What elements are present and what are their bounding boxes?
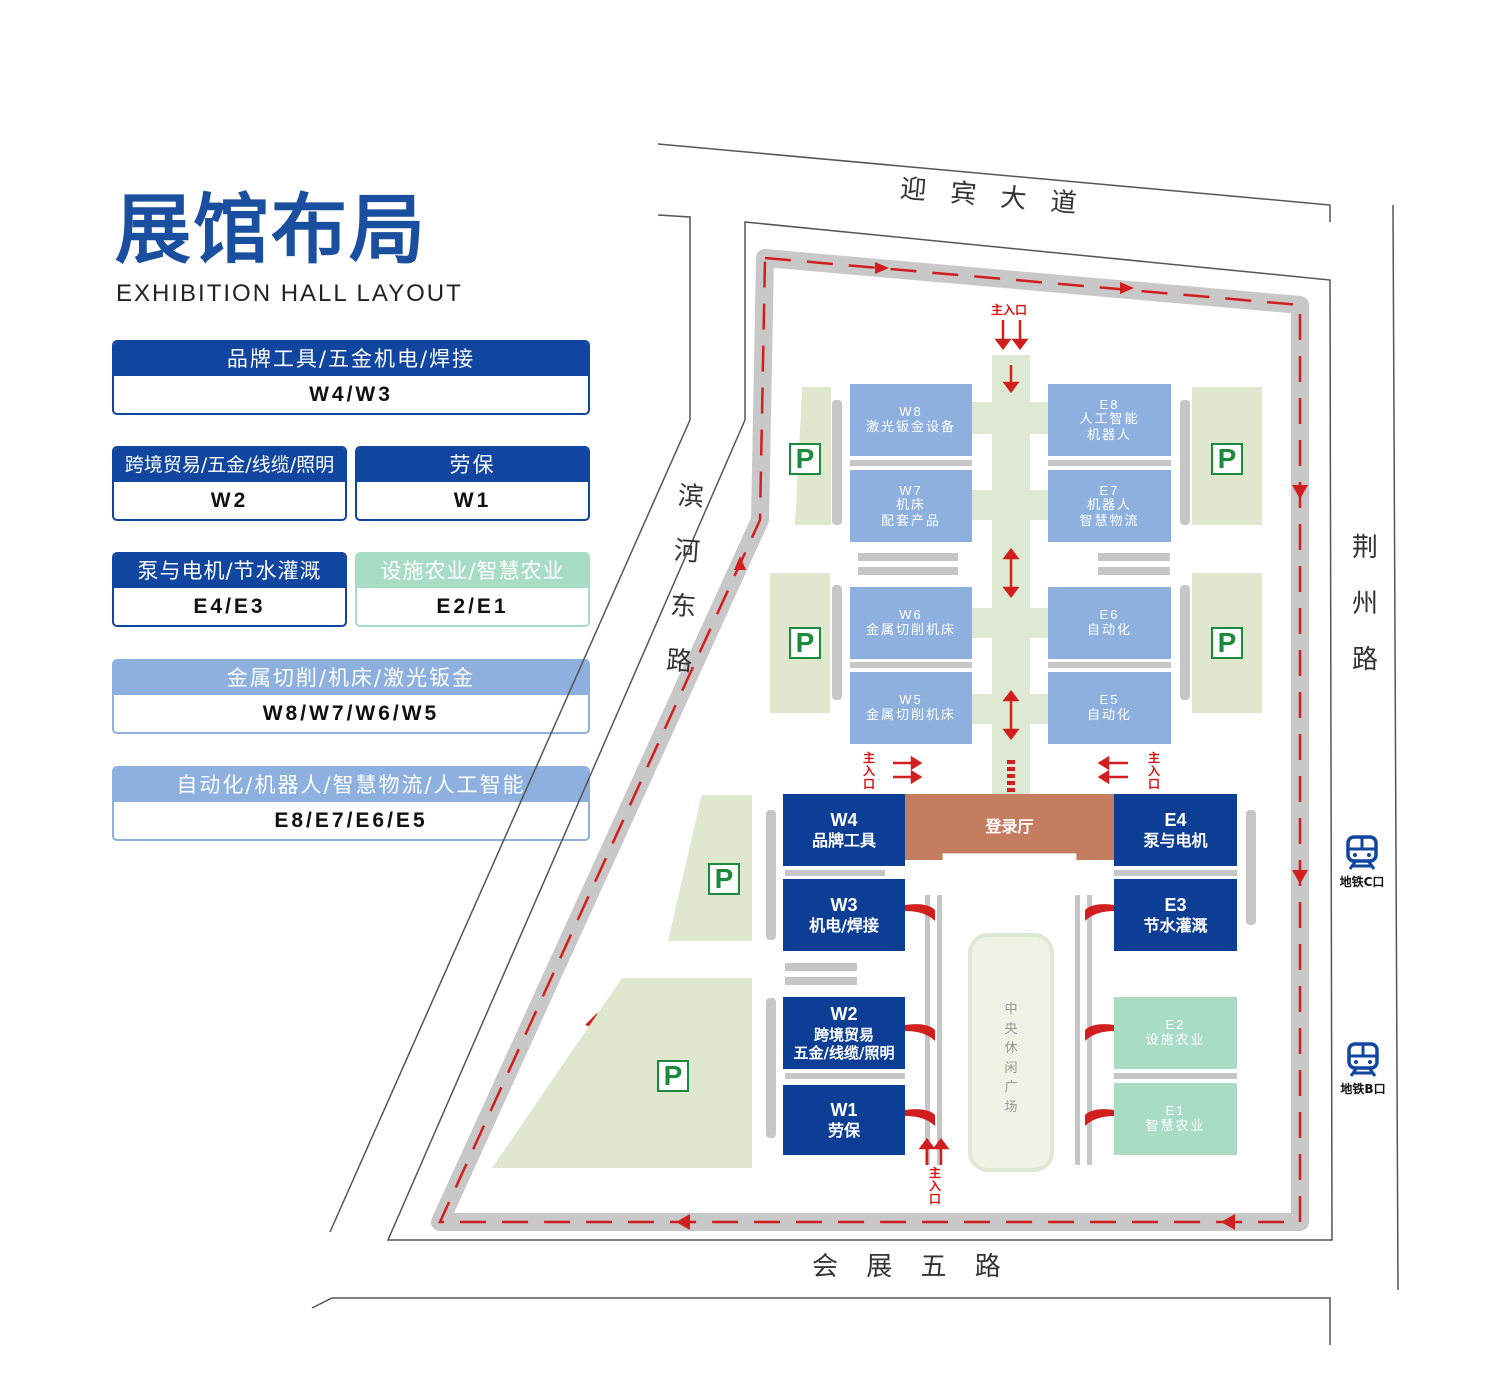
legend-halls: E8/E7/E6/E5 [274, 809, 428, 832]
road-edges [311, 143, 1399, 1345]
legend-halls: W2 [210, 489, 249, 512]
main-entrance-south: 主入口 [928, 1166, 941, 1206]
hall-desc: 自动化 [1086, 623, 1132, 638]
legend-category: 品牌工具/五金机电/焊接 [114, 342, 588, 376]
entrance-west: 主入口 [862, 751, 875, 791]
hall-desc: 人工智能 [1079, 412, 1140, 428]
hall-id: W7 [899, 482, 923, 498]
legend-w2: 跨境贸易/五金/线缆/照明 W2 [112, 446, 347, 521]
registration-hall[interactable]: 登录厅 [905, 794, 1114, 860]
hall-desc: 机床 [895, 498, 926, 514]
hall-id: E1 [1165, 1103, 1186, 1119]
hall-id: W2 [830, 1004, 858, 1025]
metro-exit-c: 地铁C口 [1336, 835, 1388, 890]
legend-category: 劳保 [357, 448, 588, 482]
hall-desc: 激光钣金设备 [865, 420, 956, 435]
hall-id: E3 [1164, 894, 1187, 915]
legend-category: 跨境贸易/五金/线缆/照明 [114, 448, 345, 482]
legend-e8-e5: 自动化/机器人/智慧物流/人工智能 E8/E7/E6/E5 [112, 766, 590, 841]
hall-id: W3 [830, 894, 858, 915]
page-title: 展馆布局 [115, 185, 427, 274]
hall-desc: 机电/焊接 [809, 916, 879, 936]
metro-label: 地铁B口 [1340, 1082, 1386, 1096]
central-plaza [968, 933, 1054, 1172]
legend-w4-w3: 品牌工具/五金机电/焊接 W4/W3 [112, 340, 590, 415]
legend-category: 金属切削/机床/激光钣金 [114, 661, 588, 695]
hall-id: E7 [1099, 482, 1120, 498]
hall-desc: 节水灌溉 [1143, 916, 1208, 936]
metro-icon [1347, 1042, 1379, 1077]
road-south-label: 会 展 五 路 [812, 1252, 1011, 1282]
hall-id: E8 [1099, 396, 1120, 412]
legend-category: 设施农业/智慧农业 [357, 554, 588, 588]
hall-desc: 跨境贸易 [813, 1025, 874, 1044]
page-subtitle: EXHIBITION HALL LAYOUT [116, 280, 463, 307]
hall-desc: 品牌工具 [811, 831, 876, 851]
metro-exit-b: 地铁B口 [1337, 1042, 1389, 1097]
hall-id: W4 [830, 809, 858, 830]
traffic-route [438, 256, 1302, 1224]
legend-halls: E2/E1 [436, 595, 509, 618]
hall-desc: 劳保 [827, 1121, 860, 1141]
legend-category: 自动化/机器人/智慧物流/人工智能 [114, 768, 588, 802]
parking-icon: P [789, 627, 821, 659]
hall-desc: 配套产品 [880, 513, 941, 529]
hall-desc: 机器人 [1086, 427, 1132, 443]
hall-desc: 泵与电机 [1143, 831, 1208, 851]
hall-id: E2 [1165, 1017, 1186, 1033]
parking-icon: P [708, 863, 740, 895]
parking-icon: P [1211, 627, 1243, 659]
hall-id: W8 [899, 404, 923, 420]
hall-id: E6 [1099, 607, 1120, 623]
hall-desc: 金属切削机床 [865, 708, 956, 723]
hall-desc: 智慧物流 [1079, 513, 1140, 529]
hall-id: E5 [1099, 692, 1120, 708]
legend-w1: 劳保 W1 [355, 446, 590, 521]
hall-id: W5 [899, 692, 923, 708]
hall-id: W6 [899, 607, 923, 623]
hall-desc: 智慧农业 [1145, 1119, 1206, 1134]
legend-w8-w5: 金属切削/机床/激光钣金 W8/W7/W6/W5 [112, 659, 590, 734]
legend-e2-e1: 设施农业/智慧农业 E2/E1 [355, 552, 590, 627]
plaza-label: 中央休闲广场 [1004, 1002, 1018, 1115]
legend-e4-e3: 泵与电机/节水灌溉 E4/E3 [112, 552, 347, 627]
legend-halls: W1 [453, 489, 492, 512]
legend-halls: W4/W3 [309, 383, 393, 406]
parking-icon: P [789, 443, 821, 475]
main-entrance-north: 主入口 [991, 303, 1028, 317]
hall-desc: 设施农业 [1145, 1033, 1206, 1048]
parking-icon: P [1211, 443, 1243, 475]
legend-category: 泵与电机/节水灌溉 [114, 554, 345, 588]
hall-desc: 机器人 [1086, 498, 1132, 514]
hall-id: W1 [830, 1099, 858, 1120]
entrance-east: 主入口 [1147, 751, 1160, 791]
hall-desc: 五金/线缆/照明 [793, 1043, 895, 1062]
metro-label: 地铁C口 [1339, 875, 1385, 889]
metro-icon [1346, 835, 1378, 870]
hall-desc: 自动化 [1086, 708, 1132, 723]
legend-halls: E4/E3 [193, 595, 266, 618]
parking-icon: P [657, 1060, 689, 1092]
hall-desc: 金属切削机床 [865, 623, 956, 638]
road-east-label: 荆州路 [1352, 533, 1379, 675]
legend-halls: W8/W7/W6/W5 [262, 702, 440, 725]
hall-id: E4 [1164, 809, 1187, 830]
